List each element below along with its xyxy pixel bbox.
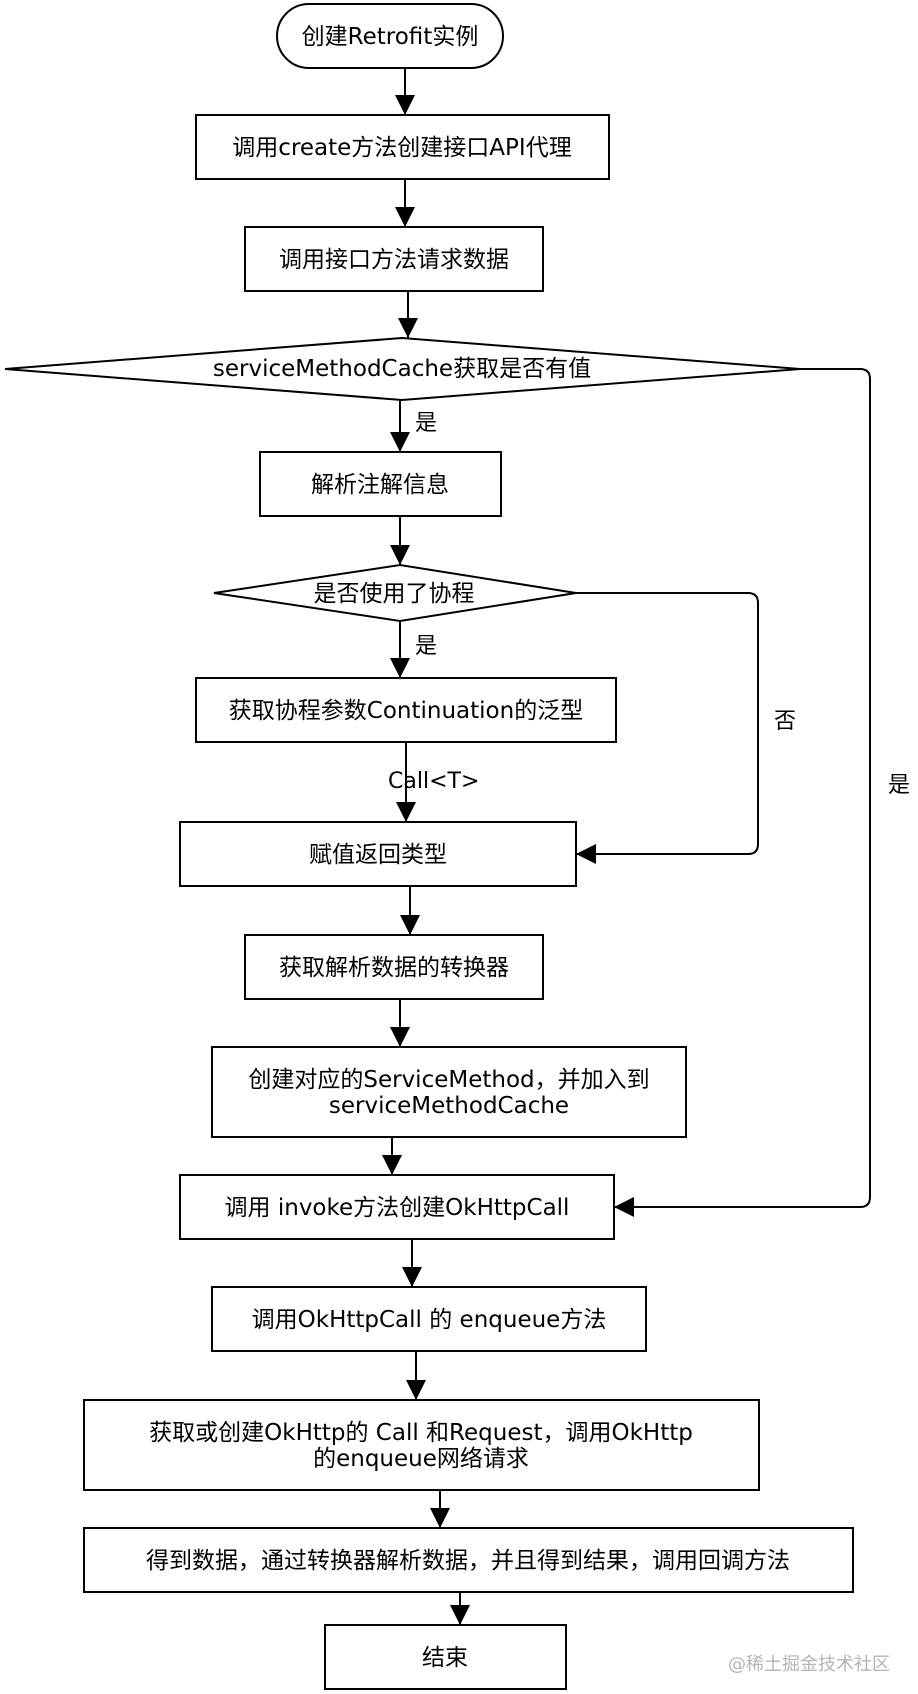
cache-check-label: serviceMethodCache获取是否有值 [213,356,591,382]
start-label: 创建Retrofit实例 [302,24,479,50]
coroutine-check-label: 是否使用了协程 [314,581,475,607]
coroutine-check-decision: 是否使用了协程 [213,563,577,623]
end-node: 结束 [324,1624,567,1690]
edge-coroutine-no-to-assign-return-type [576,592,759,864]
create-service-method-label-line2: serviceMethodCache [329,1093,569,1119]
assign-return-type-label: 赋值返回类型 [309,842,447,868]
create-service-method-node: 创建对应的ServiceMethod，并加入到 serviceMethodCac… [211,1046,687,1138]
parse-annotations-label: 解析注解信息 [311,472,449,498]
parse-result-label: 得到数据，通过转换器解析数据，并且得到结果，调用回调方法 [146,1548,790,1574]
okhttp-request-node: 获取或创建OkHttp的 Call 和Request，调用OkHttp 的enq… [83,1399,760,1491]
enqueue-label: 调用OkHttpCall 的 enqueue方法 [252,1307,607,1333]
invoke-node: 调用 invoke方法创建OkHttpCall [179,1174,615,1240]
call-method-node: 调用接口方法请求数据 [244,226,544,292]
enqueue-node: 调用OkHttpCall 的 enqueue方法 [211,1286,647,1352]
start-node: 创建Retrofit实例 [276,3,504,69]
edge-cache-hit-to-invoke [614,368,871,1217]
get-converter-node: 获取解析数据的转换器 [244,934,544,1000]
create-proxy-node: 调用create方法创建接口API代理 [195,114,610,180]
create-proxy-label: 调用create方法创建接口API代理 [232,135,571,161]
get-converter-label: 获取解析数据的转换器 [279,955,509,981]
edge-label-coroutine-no: 否 [774,709,796,734]
okhttp-request-label-line2: 的enqueue网络请求 [313,1446,529,1472]
continuation-generic-label: 获取协程参数Continuation的泛型 [229,698,583,724]
continuation-generic-node: 获取协程参数Continuation的泛型 [195,677,617,743]
create-service-method-label-line1: 创建对应的ServiceMethod，并加入到 [248,1067,649,1093]
parse-annotations-node: 解析注解信息 [259,451,502,517]
invoke-label: 调用 invoke方法创建OkHttpCall [225,1195,570,1221]
edge-label-call-type: Call<T> [388,769,479,794]
call-method-label: 调用接口方法请求数据 [279,247,509,273]
edge-label-cache-hit: 是 [888,773,910,798]
assign-return-type-node: 赋值返回类型 [179,821,577,887]
cache-check-decision: serviceMethodCache获取是否有值 [4,336,801,402]
edge-label-cache-yes: 是 [415,411,437,436]
parse-result-node: 得到数据，通过转换器解析数据，并且得到结果，调用回调方法 [83,1527,854,1593]
end-label: 结束 [422,1645,468,1671]
edge-label-coroutine-yes: 是 [415,634,437,659]
okhttp-request-label-line1: 获取或创建OkHttp的 Call 和Request，调用OkHttp [149,1420,693,1446]
watermark: @稀土掘金技术社区 [728,1654,890,1675]
